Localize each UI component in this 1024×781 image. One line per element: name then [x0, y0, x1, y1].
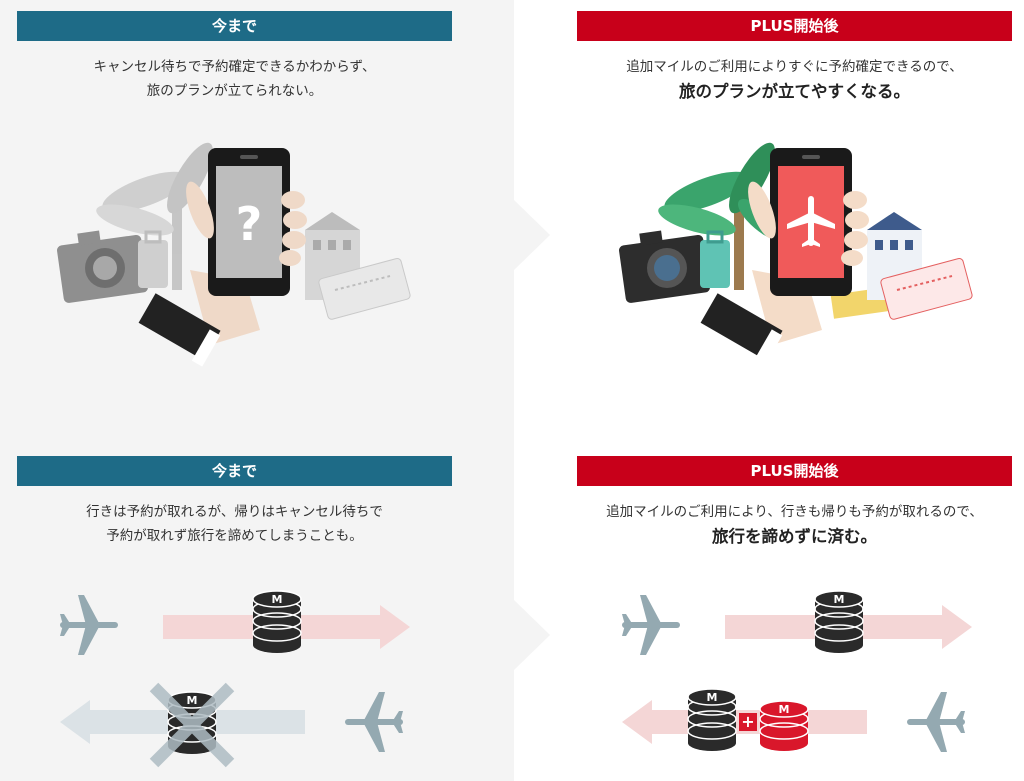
svg-text:M: M	[834, 593, 845, 606]
section1-after-header: PLUS開始後	[577, 11, 1012, 41]
divider-arrow-icon	[514, 200, 550, 270]
mile-coin-stack-icon: M	[252, 590, 302, 654]
section2-before-description: 行きは予約が取れるが、帰りはキャンセル待ちで 予約が取れず旅行を諦めてしまうこと…	[17, 500, 452, 548]
section1-before-panel: 今まで キャンセル待ちで予約確定できるかわからず、 旅のプランが立てられない。	[17, 11, 452, 103]
section2-after-description: 追加マイルのご利用により、行きも帰りも予約が取れるので、 旅行を諦めずに済む。	[577, 500, 1012, 550]
svg-text:M: M	[272, 593, 283, 606]
svg-text:M: M	[707, 691, 718, 704]
palm-tree-icon	[96, 142, 213, 290]
airplane-return-icon	[907, 692, 965, 752]
section2-before-header: 今まで	[17, 456, 452, 486]
question-mark-icon: ?	[236, 197, 263, 251]
desc-line: 行きは予約が取れるが、帰りはキャンセル待ちで	[86, 504, 383, 520]
round-trip-illustration-before: M M	[60, 590, 410, 768]
ticket-icon	[318, 257, 411, 320]
desc-line-emphasis: 旅のプランが立てやすくなる。	[679, 82, 910, 101]
smartphone-icon: ?	[208, 148, 290, 296]
desc-line: 旅のプランが立てられない。	[146, 83, 323, 99]
desc-line: 追加マイルのご利用によりすぐに予約確定できるので、	[626, 59, 963, 75]
desc-line: キャンセル待ちで予約確定できるかわからず、	[93, 59, 376, 75]
airplane-return-icon	[345, 692, 403, 752]
suitcase-icon	[700, 230, 730, 288]
mile-coin-stack-icon: M	[687, 688, 737, 752]
ticket-icon	[880, 257, 973, 320]
desc-line: 追加マイルのご利用により、行きも帰りも予約が取れるので、	[606, 504, 983, 520]
plus-icon: +	[739, 712, 757, 731]
mile-coin-stack-icon: M	[814, 590, 864, 654]
fingers-icon	[186, 181, 307, 266]
camera-icon	[57, 230, 148, 303]
svg-text:M: M	[187, 694, 198, 707]
airplane-icon	[787, 196, 835, 247]
mile-coin-stack-icon: M	[167, 691, 217, 755]
section2-before-panel: 今まで 行きは予約が取れるが、帰りはキャンセル待ちで 予約が取れず旅行を諦めてし…	[17, 456, 452, 548]
fingers-icon	[748, 181, 869, 266]
suitcase-icon	[138, 230, 168, 288]
divider-arrow-icon	[514, 600, 550, 670]
section1-after-panel: PLUS開始後 追加マイルのご利用によりすぐに予約確定できるので、 旅のプランが…	[577, 11, 1012, 105]
travel-phone-illustration-color	[619, 142, 973, 367]
cross-mark-icon	[149, 682, 235, 768]
round-trip-illustration-after: M M + M	[622, 590, 972, 752]
travel-phone-illustration-gray: ?	[57, 142, 411, 367]
section2-after-panel: PLUS開始後 追加マイルのご利用により、行きも帰りも予約が取れるので、 旅行を…	[577, 456, 1012, 550]
airplane-outbound-icon	[622, 595, 680, 655]
section2-after-header: PLUS開始後	[577, 456, 1012, 486]
section1-before-description: キャンセル待ちで予約確定できるかわからず、 旅のプランが立てられない。	[17, 55, 452, 103]
section1-after-description: 追加マイルのご利用によりすぐに予約確定できるので、 旅のプランが立てやすくなる。	[577, 55, 1012, 105]
desc-line: 予約が取れず旅行を諦めてしまうことも。	[106, 528, 363, 544]
airplane-outbound-icon	[60, 595, 118, 655]
hand-arm-icon	[700, 270, 822, 367]
smartphone-icon	[770, 148, 852, 296]
svg-text:M: M	[779, 703, 790, 716]
extra-mile-coin-stack-icon: M	[759, 700, 809, 752]
camera-icon	[619, 230, 710, 303]
svg-text:+: +	[741, 712, 754, 731]
desc-line-emphasis: 旅行を諦めずに済む。	[712, 527, 877, 546]
section1-before-header: 今まで	[17, 11, 452, 41]
